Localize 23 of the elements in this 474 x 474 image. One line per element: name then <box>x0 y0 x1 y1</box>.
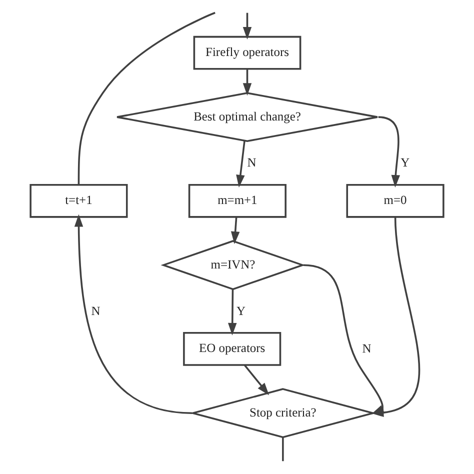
connector <box>282 437 284 462</box>
arrow <box>242 69 252 96</box>
edge-label: N <box>91 304 100 318</box>
arrow <box>303 264 385 414</box>
node-diamond: m=IVN? <box>160 240 306 290</box>
arrow <box>74 214 192 414</box>
arrow <box>244 364 270 396</box>
node-box: m=m+1 <box>188 184 286 218</box>
node-box: EO operators <box>183 332 282 366</box>
edge-label: Y <box>236 304 246 318</box>
node-diamond: Best optimal change? <box>116 92 378 142</box>
edge-label: N <box>247 156 256 170</box>
edge-label: Y <box>400 156 410 170</box>
connector <box>78 12 216 185</box>
node-box: t=t+1 <box>30 184 128 218</box>
arrow <box>228 289 237 336</box>
edge-label: N <box>362 342 372 356</box>
node-box: Firefly operators <box>193 36 302 70</box>
arrow <box>230 217 240 244</box>
arrow <box>378 116 400 188</box>
arrow <box>236 140 246 188</box>
node-box: m=0 <box>346 184 444 218</box>
arrow <box>242 12 252 40</box>
